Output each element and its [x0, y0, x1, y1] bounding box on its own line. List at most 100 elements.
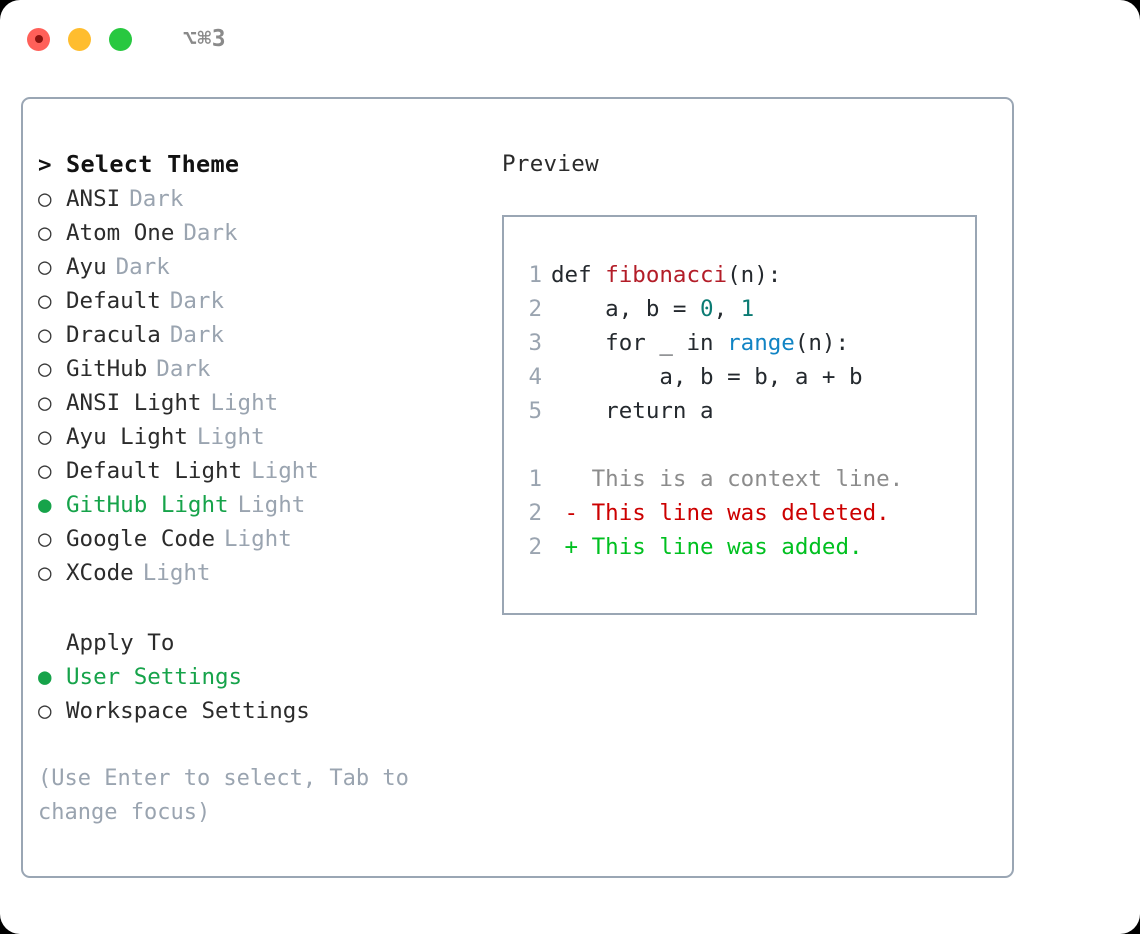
- theme-list-item[interactable]: ○ Default Light Light: [38, 454, 488, 488]
- theme-list-item[interactable]: ○ Atom One Dark: [38, 216, 488, 250]
- theme-name-label: Default: [66, 288, 161, 314]
- keyboard-hint-text: (Use Enter to select, Tab to change focu…: [38, 766, 409, 825]
- theme-list-item[interactable]: ○ Ayu Light Light: [38, 420, 488, 454]
- section-spacer: [38, 590, 488, 626]
- theme-name-label: GitHub Light: [66, 492, 229, 518]
- code-line: 5 return a: [504, 394, 975, 428]
- theme-variant-label: Light: [251, 458, 319, 484]
- theme-list-item[interactable]: ○ Dracula Dark: [38, 318, 488, 352]
- window-controls: [27, 27, 132, 51]
- radio-unselected-icon[interactable]: ○: [38, 458, 52, 484]
- radio-unselected-icon[interactable]: ○: [38, 220, 52, 246]
- radio-unselected-icon[interactable]: ○: [38, 186, 52, 212]
- code-token-func: fibonacci: [605, 262, 728, 288]
- theme-list-item[interactable]: ○ GitHub Dark: [38, 352, 488, 386]
- diff-line-number: 2: [528, 500, 542, 526]
- radio-unselected-icon[interactable]: ○: [38, 526, 52, 552]
- code-line-number: 2: [528, 296, 542, 322]
- theme-list-item[interactable]: ● GitHub Light Light: [38, 488, 488, 522]
- radio-unselected-icon[interactable]: ○: [38, 356, 52, 382]
- theme-variant-label: Dark: [115, 254, 170, 280]
- code-token-num: 1: [740, 296, 755, 322]
- theme-list-item[interactable]: ○ XCode Light: [38, 556, 488, 590]
- diff-line-number: 1: [528, 466, 542, 492]
- radio-unselected-icon[interactable]: ○: [38, 560, 52, 586]
- theme-name-label: Atom One: [66, 220, 175, 246]
- apply-to-heading: Apply To: [38, 626, 488, 660]
- theme-variant-label: Light: [196, 424, 265, 450]
- code-line-number: 4: [528, 364, 542, 390]
- theme-name-label: GitHub: [66, 356, 148, 382]
- radio-selected-icon[interactable]: ●: [38, 664, 52, 690]
- apply-to-option-label: Workspace Settings: [66, 698, 310, 724]
- code-token-plain: a, b =: [551, 296, 701, 322]
- diff-line: 2 + This line was added.: [504, 530, 975, 564]
- code-token-plain: a, b = b, a + b: [551, 364, 863, 390]
- theme-name-label: Ayu Light: [66, 424, 188, 450]
- theme-variant-label: Dark: [169, 322, 225, 348]
- code-line-text: for _ in range(n):: [551, 326, 849, 360]
- code-line-text: a, b = 0, 1: [551, 292, 754, 326]
- theme-list-item[interactable]: ○ Google Code Light: [38, 522, 488, 556]
- theme-list-item[interactable]: ○ Default Dark: [38, 284, 488, 318]
- minimize-button[interactable]: [68, 27, 91, 51]
- code-line: 2 a, b = 0, 1: [504, 292, 975, 326]
- code-line: 4 a, b = b, a + b: [504, 360, 975, 394]
- code-token-plain: (n):: [727, 262, 782, 288]
- code-token-num: 0: [700, 296, 714, 322]
- radio-unselected-icon[interactable]: ○: [38, 254, 52, 280]
- radio-unselected-icon[interactable]: ○: [38, 390, 52, 416]
- radio-unselected-icon[interactable]: ○: [38, 288, 52, 314]
- theme-list-item[interactable]: ○ Ayu Dark: [38, 250, 488, 284]
- diff-sample: 1 This is a context line. 2 - This line w…: [504, 462, 975, 564]
- maximize-button[interactable]: [109, 27, 132, 51]
- spacer-marker: [38, 626, 66, 660]
- theme-variant-label: Dark: [156, 356, 211, 382]
- apply-to-option[interactable]: ●User Settings: [38, 660, 488, 694]
- radio-unselected-icon[interactable]: ○: [38, 698, 52, 724]
- diff-line-text: This line was deleted.: [591, 500, 890, 526]
- diff-sign: +: [551, 534, 592, 560]
- select-theme-heading-label: Select Theme: [66, 150, 240, 178]
- prompt-caret-icon: >: [38, 152, 52, 178]
- close-button[interactable]: [27, 27, 50, 51]
- theme-name-label: Google Code: [66, 526, 216, 552]
- code-line-text: return a: [551, 394, 713, 428]
- apply-to-heading-label: Apply To: [66, 630, 175, 656]
- code-line-text: def fibonacci(n):: [551, 258, 781, 292]
- radio-unselected-icon[interactable]: ○: [38, 322, 52, 348]
- diff-line-number: 2: [528, 534, 542, 560]
- theme-variant-label: Light: [237, 492, 306, 518]
- diff-line-text: This line was added.: [591, 534, 863, 560]
- code-token-plain: ,: [713, 296, 741, 322]
- code-token-plain: def: [551, 262, 606, 288]
- diff-line-text: This is a context line.: [591, 466, 904, 492]
- theme-variant-label: Light: [210, 390, 279, 416]
- theme-name-label: ANSI: [66, 186, 121, 212]
- code-line-number: 1: [528, 262, 542, 288]
- radio-unselected-icon[interactable]: ○: [38, 424, 52, 450]
- radio-selected-icon[interactable]: ●: [38, 492, 52, 518]
- theme-variant-label: Dark: [183, 220, 238, 246]
- theme-variant-label: Light: [142, 560, 211, 586]
- apply-to-option[interactable]: ○ Workspace Settings: [38, 694, 488, 728]
- theme-name-label: Ayu: [66, 254, 107, 280]
- theme-name-label: XCode: [66, 560, 134, 586]
- theme-variant-label: Dark: [169, 288, 225, 314]
- theme-variant-label: Light: [224, 526, 292, 552]
- code-line: 3 for _ in range(n):: [504, 326, 975, 360]
- diff-sign: -: [551, 500, 592, 526]
- theme-name-label: Default Light: [66, 458, 243, 484]
- code-diff-spacer: [504, 428, 975, 462]
- theme-name-label: Dracula: [66, 322, 161, 348]
- apply-to-list: ●User Settings ○ Workspace Settings: [38, 660, 488, 728]
- code-line-number: 3: [528, 330, 542, 356]
